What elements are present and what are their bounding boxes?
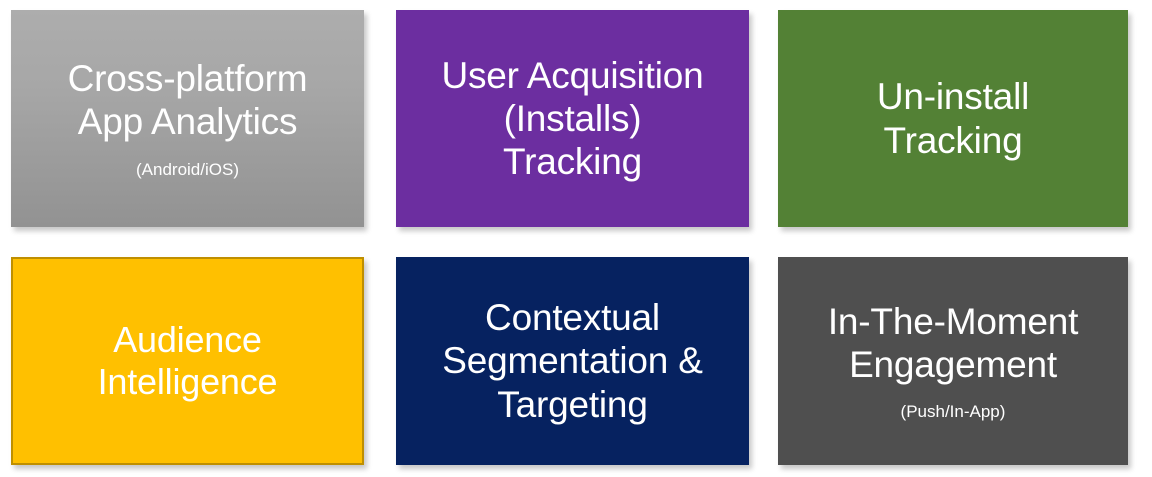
- tile-subtitle: (Push/In-App): [900, 402, 1006, 422]
- tile-subtitle: (Android/iOS): [136, 159, 239, 179]
- tile-title: Contextual Segmentation & Targeting: [442, 297, 703, 425]
- tile-un-install-tracking[interactable]: Un-install Tracking: [778, 10, 1128, 227]
- tile-user-acquisition-installs-tracking[interactable]: User Acquisition (Installs) Tracking: [396, 10, 749, 227]
- tile-contextual-segmentation-targeting[interactable]: Contextual Segmentation & Targeting: [396, 257, 749, 465]
- tile-audience-intelligence[interactable]: Audience Intelligence: [11, 257, 364, 465]
- tile-in-the-moment-engagement[interactable]: In-The-Moment Engagement (Push/In-App): [778, 257, 1128, 465]
- tile-title: Un-install Tracking: [876, 76, 1030, 161]
- tile-title: User Acquisition (Installs) Tracking: [441, 54, 704, 183]
- tile-cross-platform-app-analytics[interactable]: Cross-platform App Analytics (Android/iO…: [11, 10, 364, 227]
- tile-title: In-The-Moment Engagement: [827, 300, 1079, 385]
- tile-title: Audience Intelligence: [97, 318, 278, 402]
- tile-title: Cross-platform App Analytics: [67, 58, 308, 143]
